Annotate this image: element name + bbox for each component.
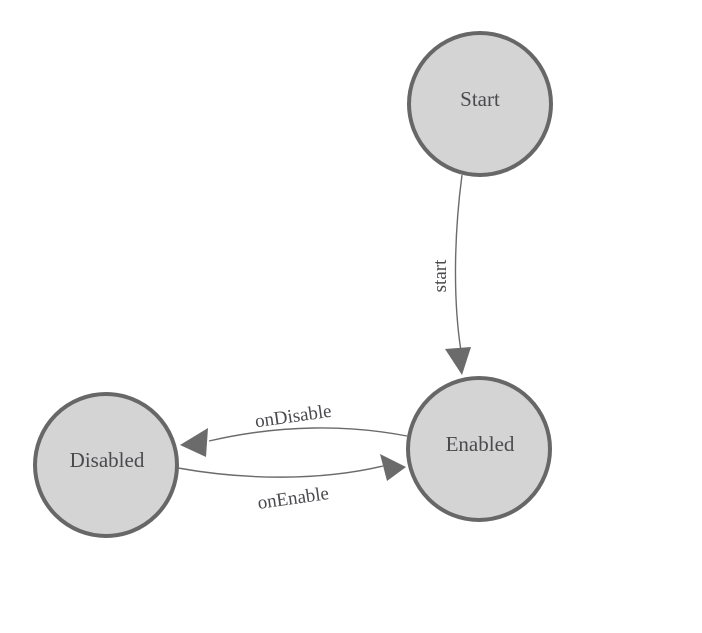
arrowhead-right-icon <box>380 454 406 481</box>
node-enabled-label: Enabled <box>446 432 515 456</box>
node-disabled[interactable]: Disabled <box>33 392 179 538</box>
edge-line <box>177 465 384 478</box>
edge-start-transition: start <box>430 174 471 375</box>
edge-ondisable-transition: onDisable <box>180 401 408 457</box>
node-enabled[interactable]: Enabled <box>406 376 552 522</box>
node-start-circle[interactable] <box>407 31 553 177</box>
arrowhead-left-icon <box>180 428 208 457</box>
node-enabled-circle[interactable] <box>406 376 552 522</box>
edge-label-start: start <box>430 259 451 292</box>
edge-onenable-transition: onEnable <box>177 454 406 514</box>
node-start-label: Start <box>460 87 500 111</box>
edge-label-onenable: onEnable <box>256 483 330 514</box>
arrowhead-down-icon <box>445 347 471 375</box>
node-disabled-circle[interactable] <box>33 392 179 538</box>
edge-line <box>454 174 463 352</box>
node-disabled-label: Disabled <box>70 448 145 472</box>
edge-line <box>208 427 408 442</box>
node-start[interactable]: Start <box>407 31 553 177</box>
